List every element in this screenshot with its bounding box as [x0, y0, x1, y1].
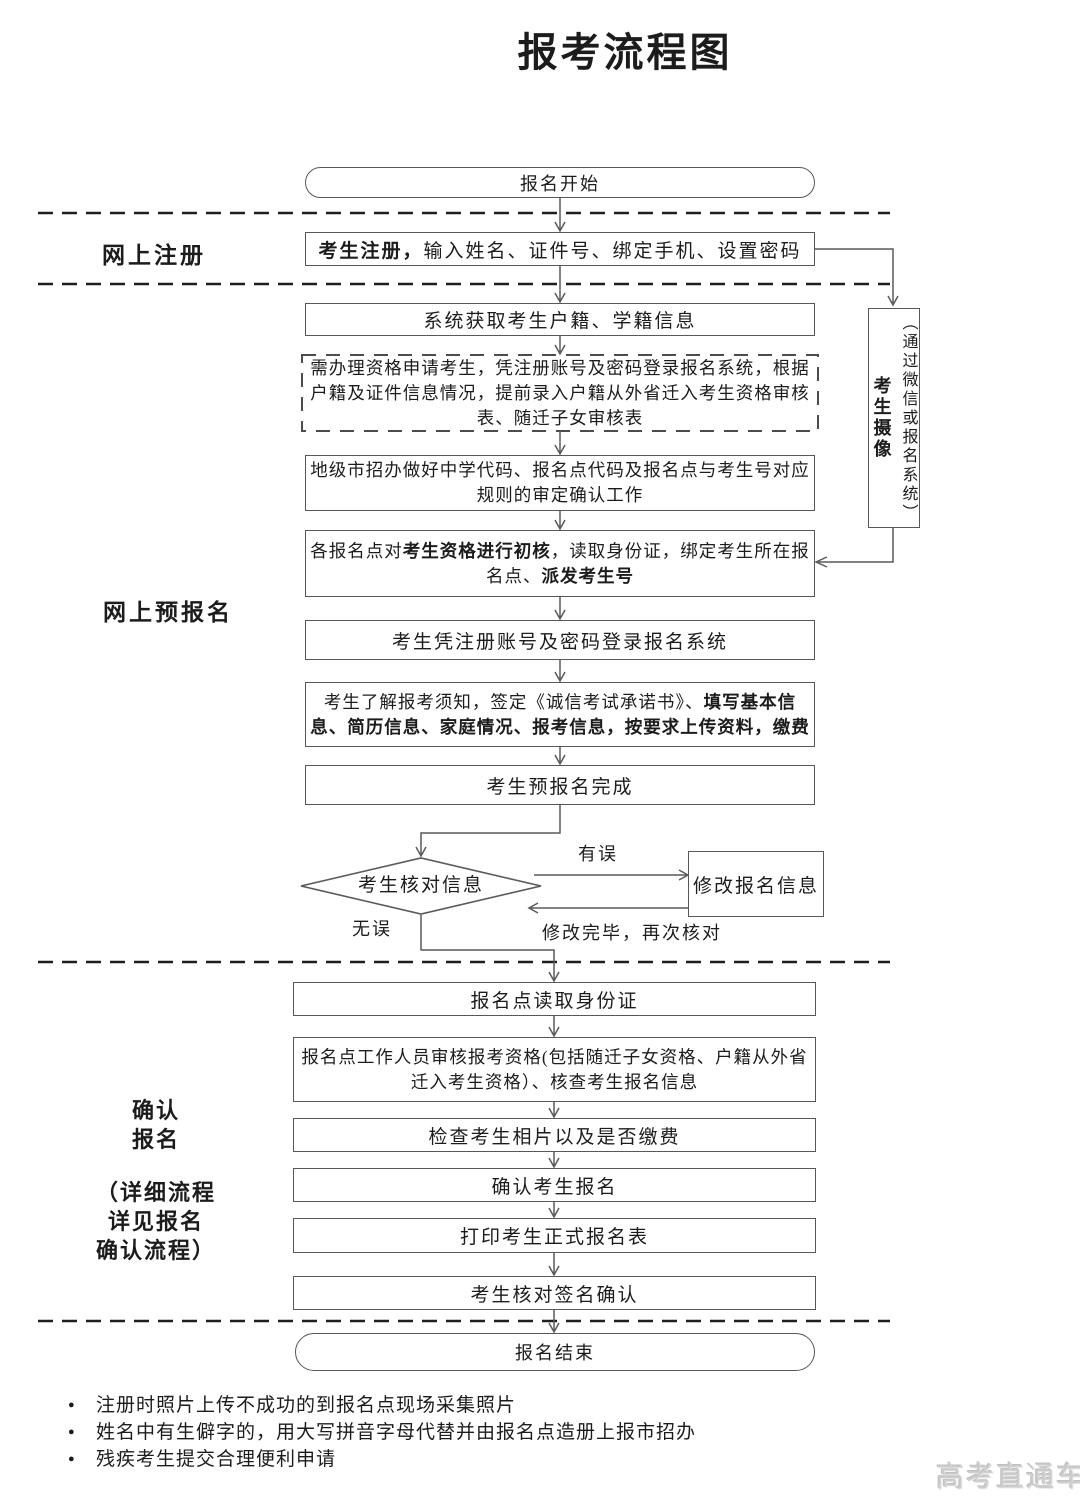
- city-office-box: 地级市招办做好中学代码、报名点代码及报名点与考生号对应 规则的审定确认工作: [305, 455, 815, 511]
- register-step-text: 输入姓名、证件号、绑定手机、设置密码: [423, 240, 802, 262]
- flow-connector: [420, 915, 560, 983]
- staff-review-line2: 迁入考生资格）、核查考生报名信息: [410, 1071, 699, 1092]
- qualification-note-line2: 户籍及证件信息情况，提前录入户籍从外省迁入考生资格审核: [310, 382, 810, 403]
- bullet-icon: ●: [68, 1426, 76, 1438]
- system-info-box: 系统获取考生户籍、学籍信息: [305, 303, 815, 336]
- start-terminal: 报名开始: [305, 167, 815, 198]
- flow-connector-to-camera: [815, 248, 899, 307]
- qualification-note-box: 需办理资格申请考生，凭注册账号及密码登录报名系统，根据 户籍及证件信息情况，提前…: [302, 355, 818, 431]
- prereg-done-box: 考生预报名完成: [305, 765, 815, 805]
- note-item: ●残疾考生提交合理便利申请: [62, 1449, 822, 1470]
- flow-connector: [548, 1310, 560, 1334]
- verify-info-diamond-label: 考生核对信息: [357, 875, 484, 896]
- flow-connector-error: [534, 869, 690, 881]
- bullet-icon: ●: [68, 1399, 76, 1411]
- city-office-line1: 地级市招办做好中学代码、报名点代码及报名点与考生号对应: [310, 460, 810, 480]
- flow-connector: [415, 805, 561, 858]
- site-initial-check-box: 各报名点对考生资格进行初核，读取身份证，绑定考生所在报 名点、派发考生号: [305, 530, 815, 597]
- section-label-online-register: 网上注册: [102, 243, 206, 268]
- flow-connector-recheck: [527, 902, 691, 914]
- read-id-box: 报名点读取身份证: [293, 982, 816, 1016]
- camera-box: 考生摄像 （通过微信或报名系统）: [868, 308, 920, 528]
- watermark: 高考直通车: [936, 1462, 1080, 1493]
- ok-edge-label: 无误: [352, 919, 392, 939]
- confirm-reg-box: 确认考生报名: [293, 1168, 816, 1202]
- register-step-box: 考生注册，输入姓名、证件号、绑定手机、设置密码: [305, 232, 815, 266]
- camera-box-title: 考生摄像: [871, 376, 892, 460]
- note-item: ●注册时照片上传不成功的到报名点现场采集照片: [62, 1395, 822, 1416]
- flow-connector: [554, 510, 566, 531]
- section-label-online-prereg: 网上预报名: [103, 600, 233, 625]
- flow-connector-from-camera: [814, 528, 894, 568]
- qualification-note-line1: 需办理资格申请考生，凭注册账号及密码登录报名系统，根据: [310, 357, 810, 378]
- flow-connector: [548, 1253, 560, 1277]
- login-box: 考生凭注册账号及密码登录报名系统: [305, 620, 815, 660]
- notes-list: ●注册时照片上传不成功的到报名点现场采集照片 ●姓名中有生僻字的，用大写拼音字母…: [62, 1395, 822, 1476]
- note-item: ●姓名中有生僻字的，用大写拼音字母代替并由报名点造册上报市招办: [62, 1422, 822, 1443]
- qualification-note-line3: 表、随迁子女审核表: [476, 407, 644, 428]
- flow-connector: [554, 336, 566, 356]
- modify-info-box: 修改报名信息: [688, 851, 824, 917]
- flow-connector: [554, 747, 566, 766]
- page-title: 报考流程图: [517, 30, 733, 75]
- print-form-box: 打印考生正式报名表: [293, 1218, 816, 1253]
- flow-connector: [548, 1102, 560, 1119]
- camera-box-note: （通过微信或报名系统）: [899, 313, 917, 523]
- error-edge-label: 有误: [578, 844, 618, 864]
- flow-connector: [554, 660, 566, 683]
- flow-connector: [548, 1016, 560, 1038]
- flow-connector: [548, 1202, 560, 1219]
- city-office-line2: 规则的审定确认工作: [476, 485, 644, 505]
- sign-confirm-box: 考生核对签名确认: [293, 1276, 816, 1310]
- register-step-bold: 考生注册，: [318, 240, 424, 262]
- flow-connector: [554, 266, 566, 304]
- recheck-edge-label: 修改完毕，再次核对: [542, 923, 722, 943]
- flow-connector: [554, 597, 566, 621]
- flow-connector: [554, 431, 566, 456]
- check-photo-box: 检查考生相片以及是否缴费: [293, 1118, 816, 1152]
- section-label-confirm: 确认 报名 （详细流程 详见报名 确认流程）: [95, 1098, 216, 1263]
- bullet-icon: ●: [68, 1453, 76, 1465]
- staff-review-box: 报名点工作人员审核报考资格(包括随迁子女资格、户籍从外省 迁入考生资格）、核查考…: [293, 1037, 816, 1102]
- end-terminal: 报名结束: [295, 1333, 815, 1371]
- flow-connector: [548, 1152, 560, 1169]
- fill-info-box: 考生了解报考须知，签定《诚信考试承诺书》、填写基本信 息、简历信息、家庭情况、报…: [305, 682, 815, 747]
- flow-connector: [554, 197, 566, 233]
- staff-review-line1: 报名点工作人员审核报考资格(包括随迁子女资格、户籍从外省: [301, 1046, 808, 1067]
